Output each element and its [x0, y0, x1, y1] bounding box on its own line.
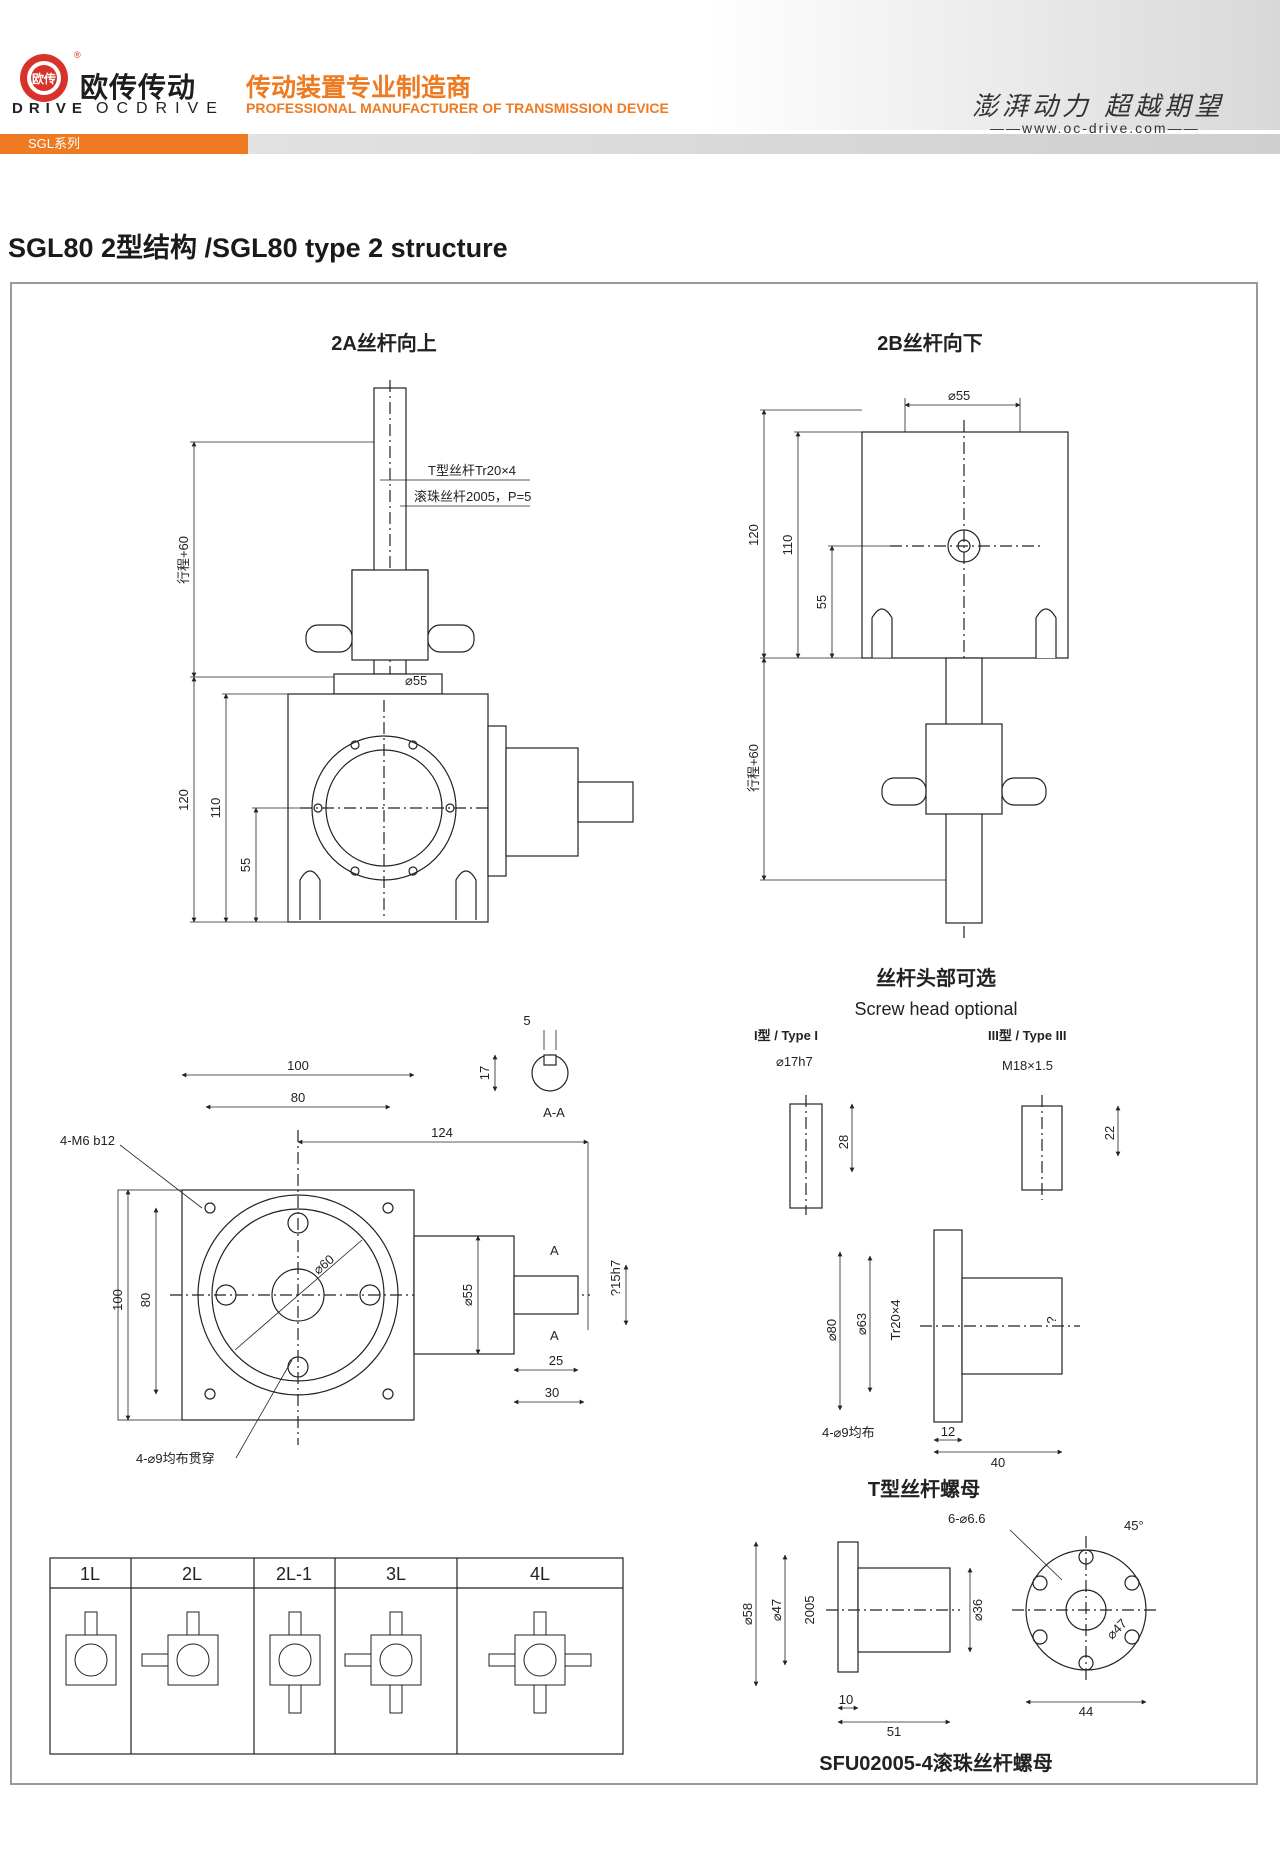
plan-section-a-top: A [550, 1243, 559, 1258]
ball-nut-44: 44 [1079, 1704, 1093, 1719]
ball-nut-51: 51 [887, 1724, 901, 1739]
page-title: SGL80 2型结构 /SGL80 type 2 structure [8, 233, 508, 263]
screw-type-1: I型 / Type I [754, 1028, 818, 1043]
plan-d55: ⌀55 [460, 1284, 475, 1306]
assembly-2l1-icon [269, 1611, 321, 1714]
t-nut-tr: Tr20×4 [888, 1299, 903, 1340]
t-nut-holes: 4-⌀9均布 [822, 1425, 875, 1440]
view-2b-stroke: 行程+60 [746, 744, 761, 792]
header-background [0, 0, 1280, 130]
t-nut-d63: ⌀63 [854, 1313, 869, 1335]
tagline-cn: 传动装置专业制造商 [246, 74, 472, 102]
screw-label-1: T型丝杆Tr20×4 [428, 463, 516, 478]
plan-30: 30 [545, 1385, 559, 1400]
gearbox-body-2b [861, 431, 1069, 659]
ball-nut-10: 10 [839, 1692, 853, 1707]
plan-25: 25 [549, 1353, 563, 1368]
section-dim-5: 5 [523, 1013, 530, 1028]
plan-shaft: ?15h7 [608, 1260, 623, 1296]
plan-80-left: 80 [138, 1293, 153, 1307]
t-nut-d80: ⌀80 [824, 1319, 839, 1341]
plan-100-top: 100 [287, 1058, 309, 1073]
assembly-3l-icon [344, 1611, 422, 1714]
screw-label-2: 滚珠丝杆2005，P=5 [414, 489, 531, 504]
series-tag: SGL系列 [0, 134, 248, 154]
view-2b-55: 55 [814, 595, 829, 609]
brand-name-cn: 欧传传动 [80, 72, 197, 103]
view-2a-55: 55 [238, 858, 253, 872]
table-header-2l: 2L [182, 1564, 202, 1584]
t-nut-q: ? [1044, 1316, 1059, 1323]
t-nut-title: T型丝杆螺母 [868, 1477, 980, 1501]
type3-thread: M18×1.5 [1002, 1058, 1053, 1073]
view-2b-title: 2B丝杆向下 [877, 331, 983, 355]
t-nut-12: 12 [941, 1424, 955, 1439]
view-2b [760, 398, 1069, 940]
view-2a-title: 2A丝杆向上 [331, 331, 437, 355]
plan-hole-label: 4-⌀9均布贯穿 [136, 1451, 215, 1466]
ball-nut-2005: 2005 [802, 1596, 817, 1625]
t-nut-40: 40 [991, 1455, 1005, 1470]
ball-nut-title: SFU02005-4滚珠丝杆螺母 [819, 1751, 1052, 1775]
series-strip [0, 134, 1280, 154]
screw-head-title-cn: 丝杆头部可选 [876, 966, 996, 990]
view-2a-d55: ⌀55 [405, 673, 427, 688]
assembly-4l-icon [488, 1611, 592, 1714]
plan-thread-label: 4-M6 b12 [60, 1133, 115, 1148]
ball-nut-angle: 45° [1124, 1518, 1144, 1533]
assembly-2l-icon [141, 1611, 219, 1686]
logo-mark: 欧传 [32, 71, 56, 86]
assembly-icons [65, 1611, 592, 1714]
type1-diameter: ⌀17h7 [776, 1054, 813, 1069]
screw-head-options [789, 1095, 1121, 1215]
registered-mark: ® [74, 50, 81, 60]
gear-icon [20, 54, 68, 102]
plan-100-left: 100 [110, 1289, 125, 1311]
t-nut-drawing [837, 1229, 1080, 1455]
brand-name-en-2: OCDRIVE [96, 100, 225, 117]
ball-nut-d36: ⌀36 [970, 1599, 985, 1621]
table-header-3l: 3L [386, 1564, 406, 1584]
ball-nut-d47: ⌀47 [769, 1599, 784, 1621]
drawing-frame [10, 282, 1258, 1785]
tagline-en: PROFESSIONAL MANUFACTURER OF TRANSMISSIO… [246, 100, 669, 116]
screw-head-title-en: Screw head optional [854, 999, 1017, 1019]
company-logo: 欧传 ® [20, 50, 81, 102]
view-2a [190, 380, 634, 923]
slogan: 澎湃动力 超越期望 [972, 92, 1225, 122]
section-dim-17: 17 [477, 1066, 492, 1080]
brand-name-en: DRIVE [12, 100, 88, 117]
type3-length: 22 [1102, 1126, 1117, 1140]
nut-2a [351, 569, 429, 661]
type1-length: 28 [836, 1135, 851, 1149]
ball-nut-d58: ⌀58 [740, 1603, 755, 1625]
view-2b-120: 120 [746, 524, 761, 546]
view-2b-110: 110 [780, 535, 795, 556]
table-header-2l-1: 2L-1 [276, 1564, 312, 1584]
assembly-1l-icon [65, 1611, 117, 1686]
plan-124: 124 [431, 1125, 453, 1140]
table-header-1l: 1L [80, 1564, 100, 1584]
view-2a-stroke: 行程+60 [176, 536, 191, 584]
screw-type-3: III型 / Type III [988, 1028, 1067, 1043]
nut-2b [925, 723, 1003, 815]
ball-nut-d47b: ⌀47 [1104, 1616, 1130, 1642]
website: ——www.oc-drive.com—— [990, 120, 1200, 136]
ball-nut-holes: 6-⌀6.6 [948, 1511, 985, 1526]
view-plan [117, 1030, 629, 1459]
plan-80-top: 80 [291, 1090, 305, 1105]
section-aa-label: A-A [543, 1105, 565, 1120]
view-2a-120: 120 [176, 789, 191, 811]
view-2a-110: 110 [208, 798, 223, 819]
page-header: 欧传 ® 欧传传动 DRIVE OCDRIVE 传动装置专业制造商 PROFES… [0, 0, 1280, 155]
website-url: www.oc-drive.com [1022, 120, 1168, 136]
table-header-4l: 4L [530, 1564, 550, 1584]
view-2b-d55: ⌀55 [948, 388, 970, 403]
plan-section-a-bottom: A [550, 1328, 559, 1343]
ball-nut-drawing [753, 1529, 1160, 1725]
